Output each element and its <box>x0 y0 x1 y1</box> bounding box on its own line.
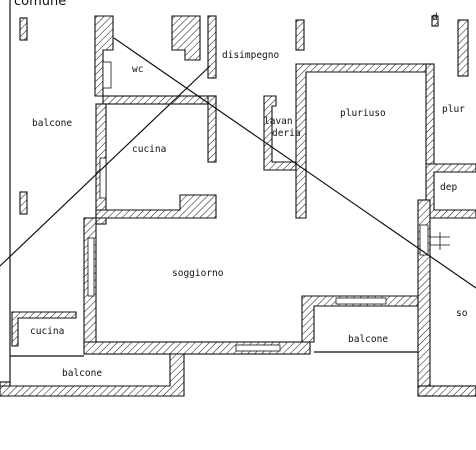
header-fragment: comune <box>14 0 66 9</box>
wall-cucina-small <box>11 311 77 347</box>
wall-column-a <box>207 15 217 79</box>
room-label-soggiorno: soggiorno <box>172 268 224 279</box>
room-label-lavanderia-1: lavan <box>264 116 293 127</box>
wall-cucina-bottom <box>95 194 217 219</box>
wall-wc-top <box>94 15 114 97</box>
window-cucina <box>99 157 107 199</box>
room-label-cucina-small: cucina <box>30 326 64 337</box>
room-label-lavanderia-2: deria <box>272 128 301 139</box>
window-soggiorno-right <box>335 297 387 305</box>
room-label-cucina-main: cucina <box>132 144 166 155</box>
wall-right-stub <box>431 15 439 27</box>
room-label-disimpegno: disimpegno <box>222 50 279 61</box>
room-label-so: so <box>456 308 468 319</box>
window-soggiorno-bottom <box>235 344 281 352</box>
left-wall-stub-top <box>19 17 28 41</box>
room-label-balcone-bottom: balcone <box>62 368 102 379</box>
room-label-balcone-right: balcone <box>348 334 388 345</box>
room-label-balcone-left: balcone <box>32 118 72 129</box>
wall-right-top <box>457 19 469 77</box>
wall-dep <box>425 163 476 219</box>
wall-balcone-bottom <box>0 353 185 397</box>
diagonal-line-a <box>113 37 476 289</box>
wall-cucina-right <box>207 95 217 163</box>
window-right <box>419 224 429 256</box>
wall-bottom-right <box>417 385 476 397</box>
left-wall-stub-mid <box>19 191 28 215</box>
wall-wc-right <box>171 15 201 61</box>
diagonal-line-b <box>0 65 211 267</box>
wall-pluriuso-right <box>425 63 435 165</box>
wall-column-b <box>295 19 305 51</box>
window-soggiorno-left <box>87 237 95 297</box>
wall-pluriuso-left <box>295 63 433 219</box>
room-label-wc: wc <box>132 64 143 75</box>
room-label-dep: dep <box>440 182 457 193</box>
small-glyph: d <box>432 12 438 23</box>
room-label-plur: plur <box>442 104 465 115</box>
room-label-pluriuso: pluriuso <box>340 108 386 119</box>
wall-lavanderia <box>263 95 297 171</box>
window-wc <box>102 61 112 89</box>
